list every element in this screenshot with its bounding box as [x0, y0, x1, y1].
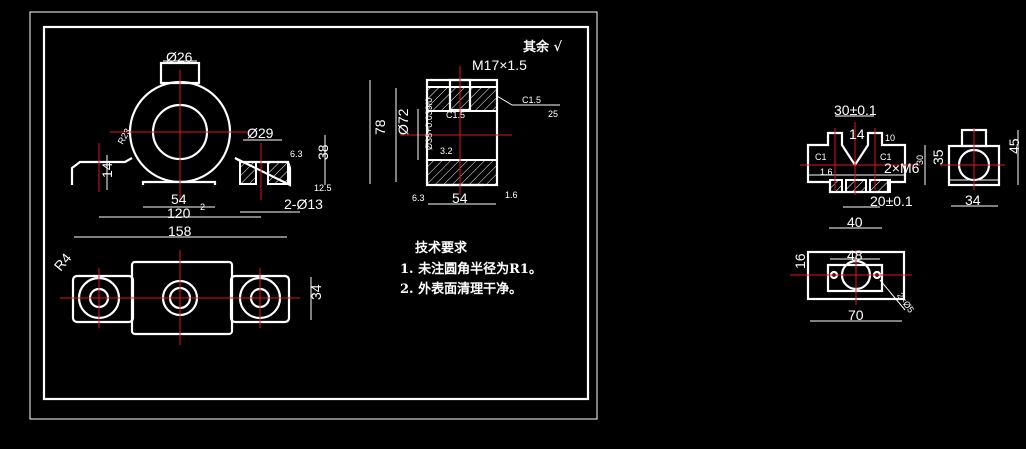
- roughness-6-3: 6.3: [290, 149, 303, 159]
- inner-frame: [42, 25, 590, 401]
- roughness-1-6-vblock: 1.6: [820, 167, 833, 177]
- dim-14: 14: [99, 162, 115, 178]
- dim-2xm6: 2×M6: [884, 160, 920, 176]
- dim-78: 78: [372, 119, 388, 135]
- tech-requirements-title: 技术要求: [415, 240, 468, 256]
- dim-120: 120: [167, 205, 191, 221]
- dim-dia29: Ø29: [247, 125, 274, 141]
- roughness-3-2: 3.2: [440, 146, 453, 156]
- dim-54-section: 54: [452, 190, 468, 206]
- vblock-front-view: 30±0.1 14 10 C1 C1 2×M6 30 35 20±0.1 40 …: [800, 102, 946, 230]
- dim-2: 2: [200, 202, 205, 212]
- dim-14-vblock: 14: [849, 126, 865, 142]
- outer-frame: [29, 11, 598, 420]
- dim-40: 40: [847, 214, 863, 230]
- dim-20pm0-1: 20±0.1: [870, 193, 913, 209]
- roughness-25: 25: [548, 109, 558, 119]
- dim-dia38-tolerance: Ø38+0.039/0: [424, 98, 434, 150]
- dim-54: 54: [171, 191, 187, 207]
- tech-requirement-2: 2. 外表面清理干净。: [400, 281, 522, 297]
- dim-16: 16: [792, 253, 808, 269]
- surface-roughness-note: 其余 √: [523, 39, 563, 55]
- roughness-1-6: 1.6: [505, 190, 518, 200]
- front-view: Ø26 R23 Ø29 14 38 54 2 120 2-Ø13 158 6.3…: [70, 49, 332, 239]
- dim-2xdia5: 2×Ø5: [895, 291, 916, 315]
- chamfer-c1-5-inner: C1.5: [446, 110, 465, 120]
- roughness-12-5: 12.5: [314, 183, 332, 193]
- dim-45: 45: [1006, 138, 1022, 154]
- chamfer-c1-right: C1: [880, 152, 892, 162]
- dim-158: 158: [168, 223, 192, 239]
- dim-30pm0-1: 30±0.1: [834, 102, 877, 118]
- dim-30-height: 30: [915, 155, 925, 165]
- dim-34-side: 34: [965, 192, 981, 208]
- vblock-plan-view: 48 16 70 2×Ø5: [790, 247, 916, 323]
- dim-r4: R4: [51, 250, 75, 274]
- dim-m17x1-5: M17×1.5: [472, 57, 527, 73]
- dim-2-dia13: 2-Ø13: [284, 196, 323, 212]
- tech-requirement-1: 1. 未注圆角半径为R1。: [400, 261, 542, 277]
- top-view: R4 34: [51, 250, 324, 345]
- roughness-6-3-left: 6.3: [412, 193, 425, 203]
- dim-10: 10: [885, 133, 895, 143]
- dim-35: 35: [930, 149, 946, 165]
- chamfer-c1-5-outer: C1.5: [522, 95, 541, 105]
- dim-48: 48: [847, 247, 863, 263]
- vblock-side-view: 45 34: [940, 128, 1022, 208]
- dim-34: 34: [308, 284, 324, 300]
- dim-dia72: Ø72: [395, 108, 411, 135]
- chamfer-c1-left: C1: [815, 152, 827, 162]
- section-view: M17×1.5 78 Ø72 Ø38+0.039/0 C1.5 C1.5 54 …: [369, 57, 560, 206]
- dim-38: 38: [315, 144, 331, 160]
- dim-70: 70: [848, 307, 864, 323]
- dim-dia26: Ø26: [166, 49, 193, 65]
